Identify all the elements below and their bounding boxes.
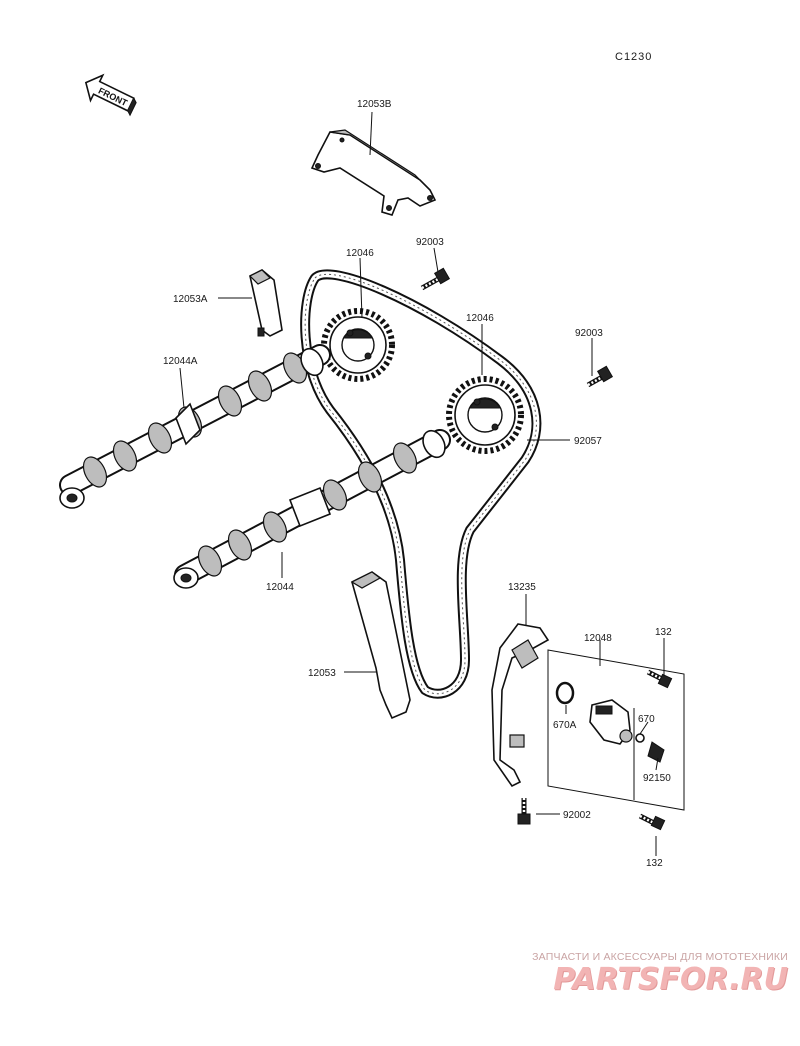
label-12053: 12053 xyxy=(308,668,336,679)
label-12044A: 12044A xyxy=(163,356,198,367)
washer xyxy=(635,733,645,743)
o-ring xyxy=(555,681,575,705)
label-12046-right: 12046 xyxy=(466,313,494,324)
chain-tensioner xyxy=(589,699,633,745)
chain-guide-front xyxy=(350,571,411,720)
label-92003-right: 92003 xyxy=(575,328,603,339)
camshaft-sprocket-left xyxy=(321,308,395,382)
label-92057: 92057 xyxy=(574,436,602,447)
tensioner-cap-bolt xyxy=(647,741,665,763)
label-12053B: 12053B xyxy=(357,99,392,110)
cam-chain xyxy=(300,269,542,699)
camshaft-intake xyxy=(173,429,451,589)
label-13235: 13235 xyxy=(508,582,536,593)
label-12044: 12044 xyxy=(266,582,294,593)
label-12048: 12048 xyxy=(584,633,612,644)
camshaft-chain-guide-upper xyxy=(310,129,437,216)
label-132-top: 132 xyxy=(655,627,672,638)
camshaft-exhaust xyxy=(59,344,331,509)
chain-guide-small xyxy=(248,269,283,337)
chain-tensioner-guide xyxy=(491,623,550,788)
front-arrow-icon: FRONT xyxy=(84,73,137,117)
watermark-tagline: ЗАПЧАСТИ И АКСЕССУАРЫ ДЛЯ МОТОТЕХНИКИ xyxy=(532,951,788,963)
watermark-brand: PARTSFOR.RU xyxy=(553,962,788,997)
camshaft-sprocket-right xyxy=(446,376,524,454)
watermark: ЗАПЧАСТИ И АКСЕССУАРЫ ДЛЯ МОТОТЕХНИКИ PA… xyxy=(488,951,788,997)
guide-bolt xyxy=(517,798,531,825)
tensioner-assembly-box xyxy=(547,649,685,811)
label-12046-left: 12046 xyxy=(346,248,374,259)
label-12053A: 12053A xyxy=(173,294,208,305)
sprocket-bolt-top xyxy=(420,267,451,291)
tensioner-bolt-bottom xyxy=(638,813,666,831)
sprocket-bolt-right xyxy=(586,365,614,388)
label-92150: 92150 xyxy=(643,773,671,784)
label-670A: 670A xyxy=(553,720,577,731)
label-92003-top: 92003 xyxy=(416,237,444,248)
label-670: 670 xyxy=(638,714,655,725)
part-labels: 12053B 92003 12046 12053A 12046 92003 12… xyxy=(163,99,672,869)
label-92002: 92002 xyxy=(563,810,591,821)
leader-lines xyxy=(179,111,665,856)
tensioner-bolt-top xyxy=(646,669,673,689)
diagram-code: C1230 xyxy=(615,51,652,63)
label-132-bottom: 132 xyxy=(646,858,663,869)
